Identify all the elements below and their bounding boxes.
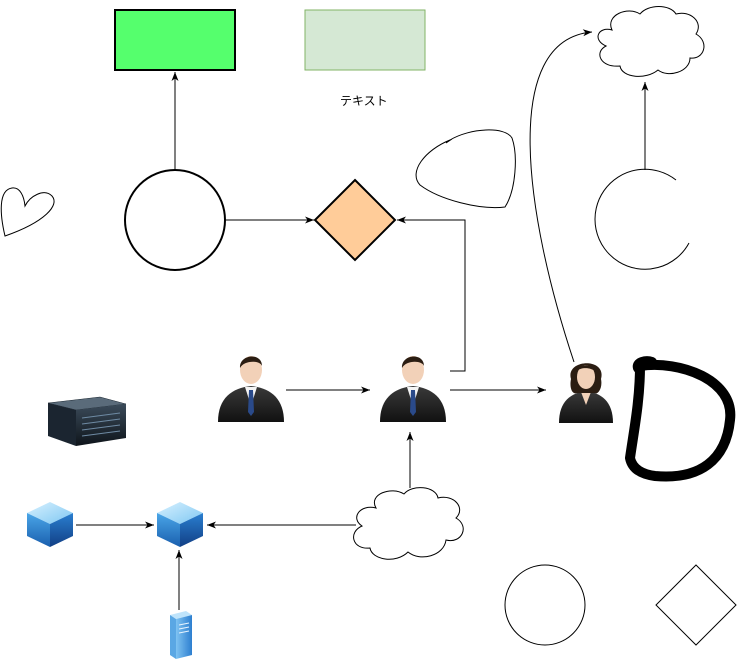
circle-bottom[interactable] — [504, 564, 586, 646]
businessman-icon[interactable] — [218, 356, 284, 422]
pale-green-box[interactable] — [304, 9, 426, 71]
circle-main[interactable] — [124, 169, 226, 271]
cube-icon-center[interactable] — [157, 502, 203, 547]
partial-circle[interactable] — [594, 168, 690, 270]
edge-businessman-to-diamond[interactable] — [397, 216, 466, 372]
orange-diamond[interactable] — [313, 178, 397, 262]
server-rack-icon[interactable] — [47, 396, 127, 446]
cube-icon-left[interactable] — [27, 502, 73, 547]
edge-businesswoman-to-cloud[interactable] — [529, 29, 593, 363]
cloud-bottom[interactable] — [353, 487, 464, 560]
server-tower-icon[interactable] — [170, 611, 192, 659]
diamond-bottom[interactable] — [655, 564, 737, 646]
businessman-icon[interactable] — [380, 356, 446, 422]
sketch-blob[interactable] — [415, 129, 516, 209]
edges — [76, 29, 649, 610]
freehand-d[interactable] — [625, 356, 736, 482]
green-box[interactable] — [114, 9, 236, 71]
text-label[interactable]: テキスト — [340, 94, 388, 108]
cloud-top-right[interactable] — [597, 6, 705, 77]
businesswoman-icon[interactable] — [559, 363, 613, 423]
sketch-heart[interactable] — [0, 187, 55, 237]
